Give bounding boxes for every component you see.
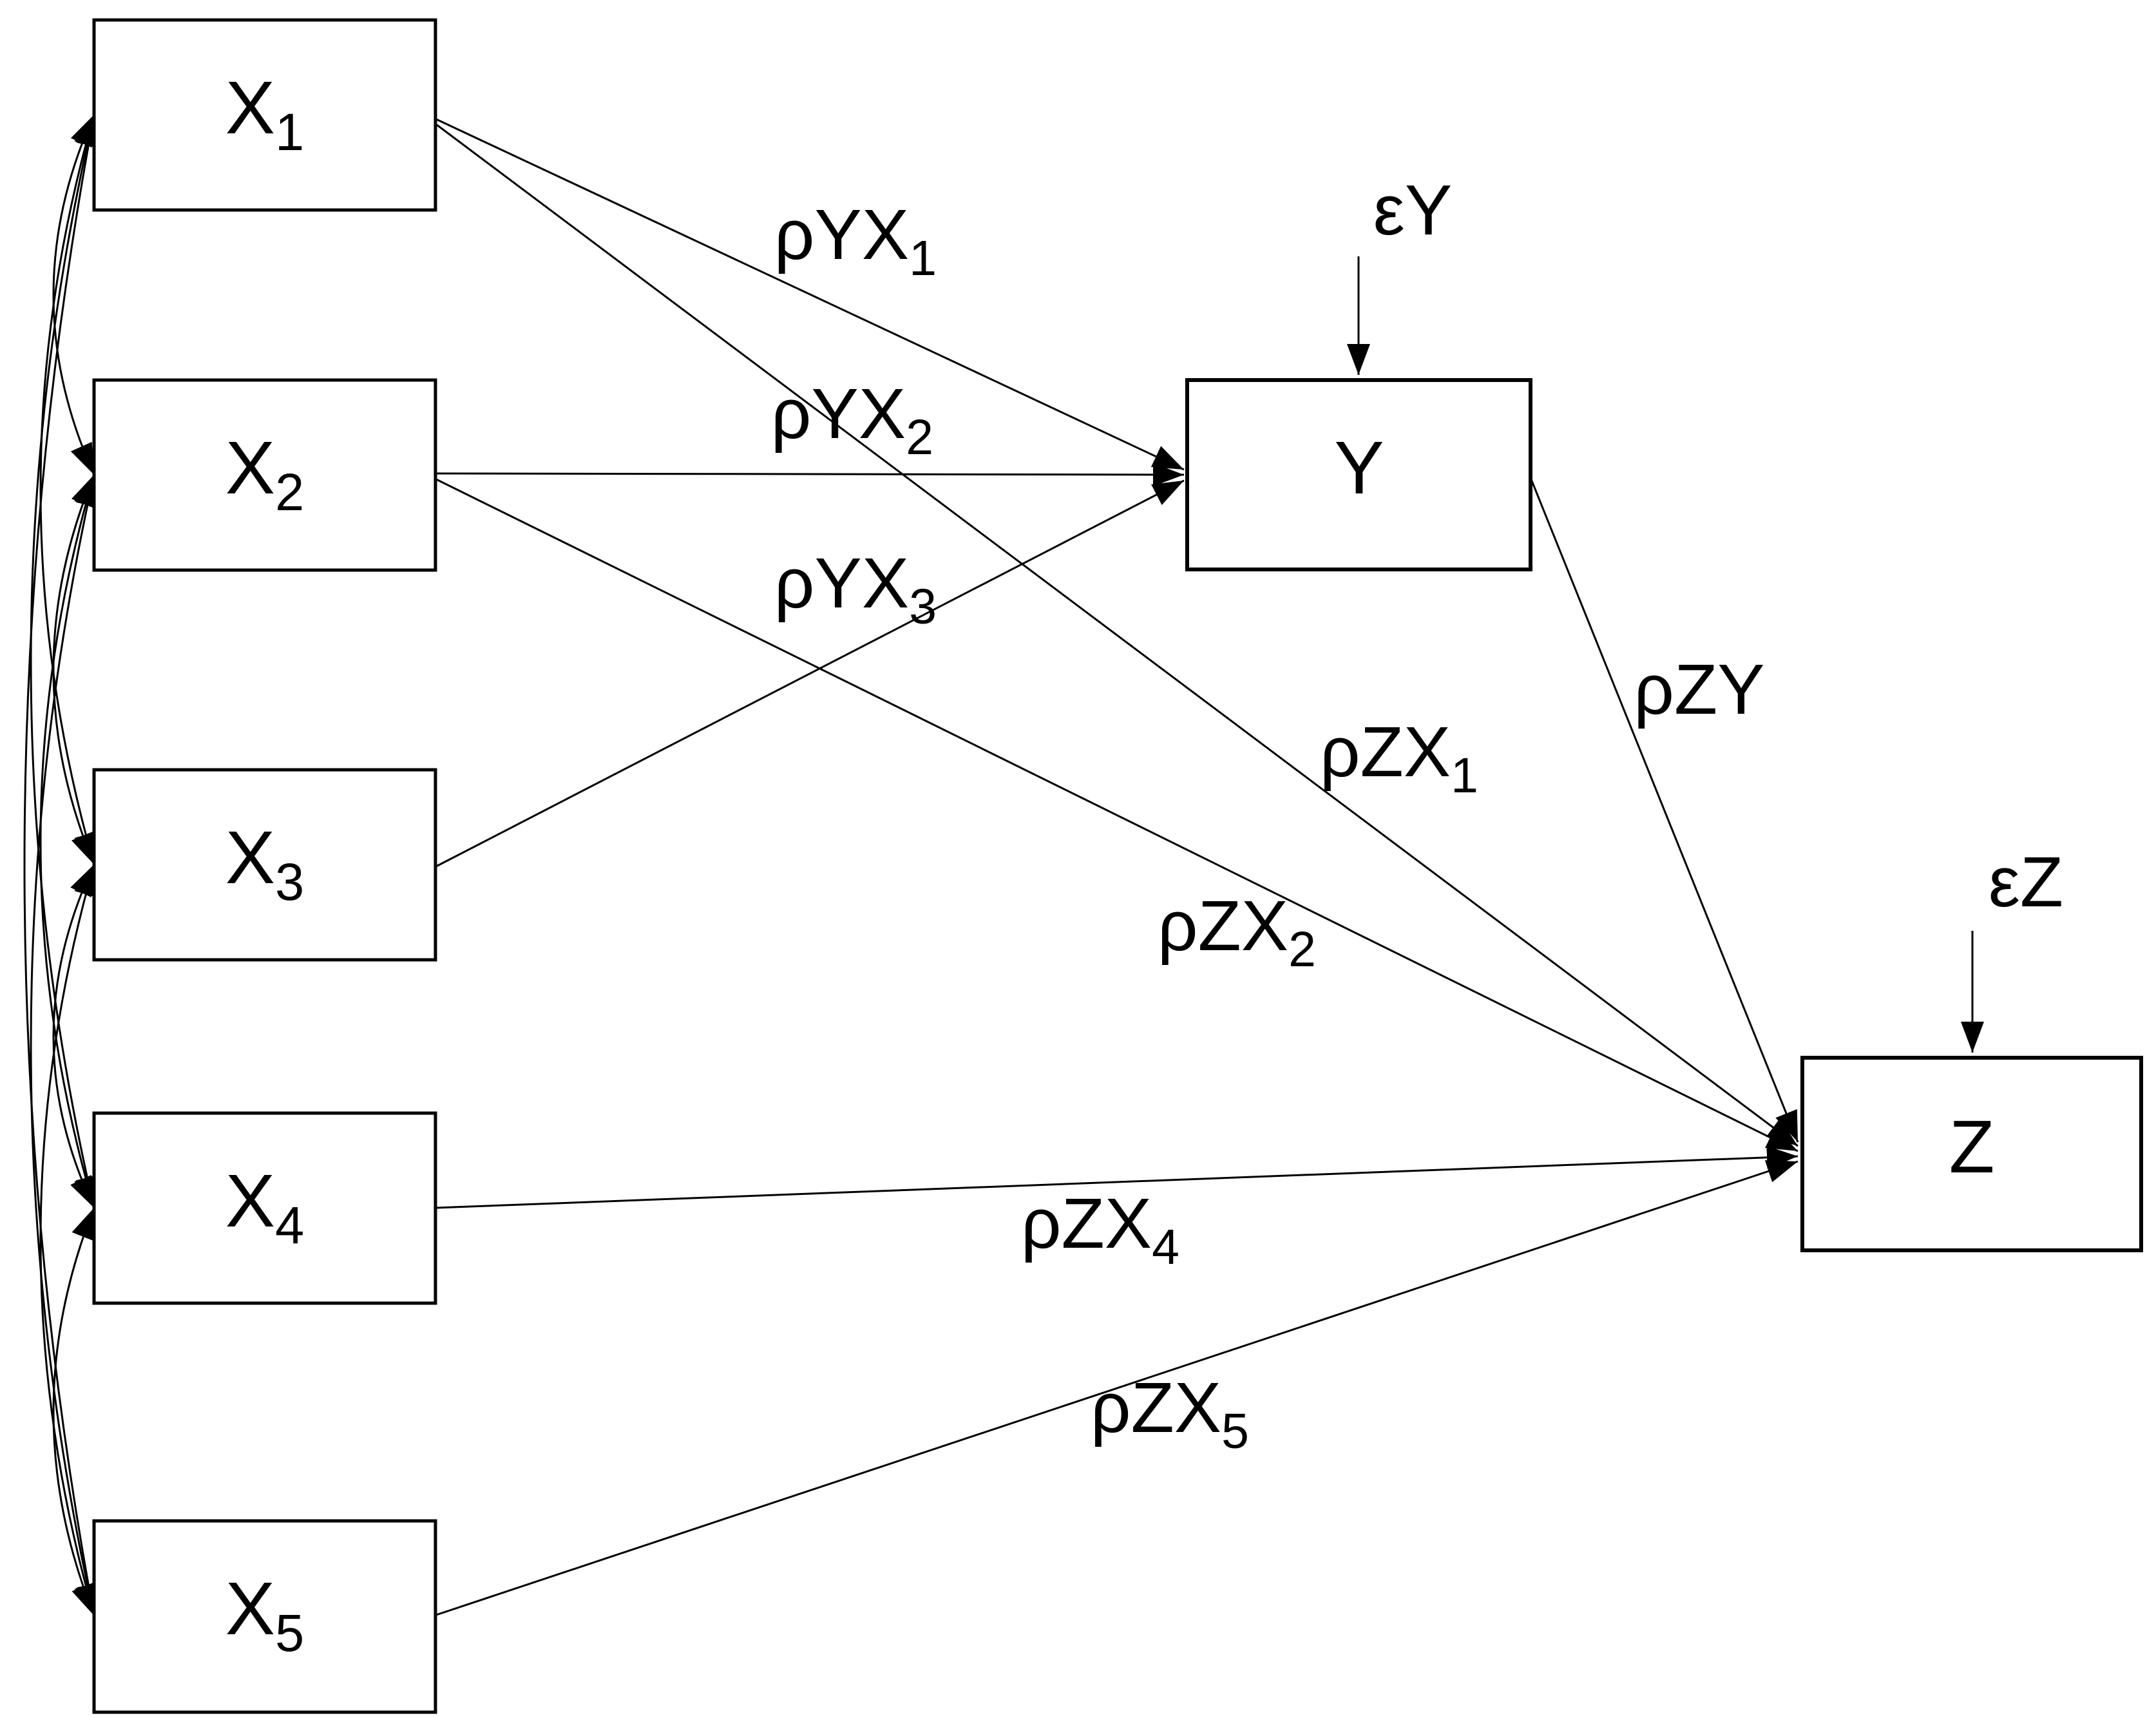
- node-x2-label: X2: [225, 425, 305, 522]
- error-label-ez: εZ: [1988, 843, 2064, 922]
- node-x4-label: X4: [225, 1158, 305, 1255]
- node-x1-label: X1: [225, 65, 305, 162]
- error-label-ey: εY: [1373, 171, 1453, 250]
- covariance-arc-x1-x5: [23, 114, 100, 1616]
- path-label-pzx2: ρZX2: [1158, 886, 1316, 977]
- path-arrow-x1-y: [435, 118, 1185, 471]
- path-label-pzy: ρZY: [1634, 650, 1765, 730]
- path-label-pzx5: ρZX5: [1091, 1368, 1249, 1459]
- path-label-pyx2: ρYX2: [770, 374, 934, 465]
- node-x4-box: [92, 1111, 437, 1305]
- covariance-arc-x3-x4: [52, 864, 95, 1208]
- node-z-box: [1800, 1056, 2143, 1252]
- path-arrow-x4-z: [435, 1145, 1798, 1209]
- node-x2-box: [92, 378, 437, 572]
- node-y-label: Y: [1334, 425, 1384, 510]
- path-label-pzx1: ρZX1: [1320, 712, 1478, 803]
- covariance-arc-x1-x3: [39, 114, 97, 865]
- path-arrow-x2-y: [435, 463, 1185, 486]
- covariance-arc-x1-x4: [30, 114, 99, 1208]
- covariance-arc-x2-x3: [52, 474, 95, 865]
- path-arrow-x3-y: [435, 479, 1185, 868]
- path-label-pzx4: ρZX4: [1021, 1184, 1179, 1275]
- path-arrow-x5-z: [435, 1160, 1798, 1616]
- path-arrow-y-z: [1530, 479, 1799, 1143]
- node-x3-label: X3: [225, 815, 305, 911]
- path-arrow-x1-z: [435, 123, 1798, 1147]
- node-x5-box: [92, 1519, 437, 1714]
- covariance-arc-x2-x4: [39, 474, 97, 1208]
- node-z-label: Z: [1949, 1104, 1995, 1188]
- node-x1-box: [92, 18, 437, 212]
- node-y-box: [1185, 378, 1532, 571]
- path-arrow-x2-z: [435, 478, 1798, 1152]
- path-label-pyx3: ρYX3: [774, 544, 937, 635]
- covariance-arc-x3-x5: [39, 864, 97, 1616]
- node-x3-box: [92, 768, 437, 962]
- covariance-arc-x4-x5: [52, 1207, 95, 1616]
- covariance-arc-x2-x5: [30, 474, 99, 1616]
- node-x5-label: X5: [225, 1566, 305, 1663]
- path-label-pyx1: ρYX1: [774, 195, 937, 286]
